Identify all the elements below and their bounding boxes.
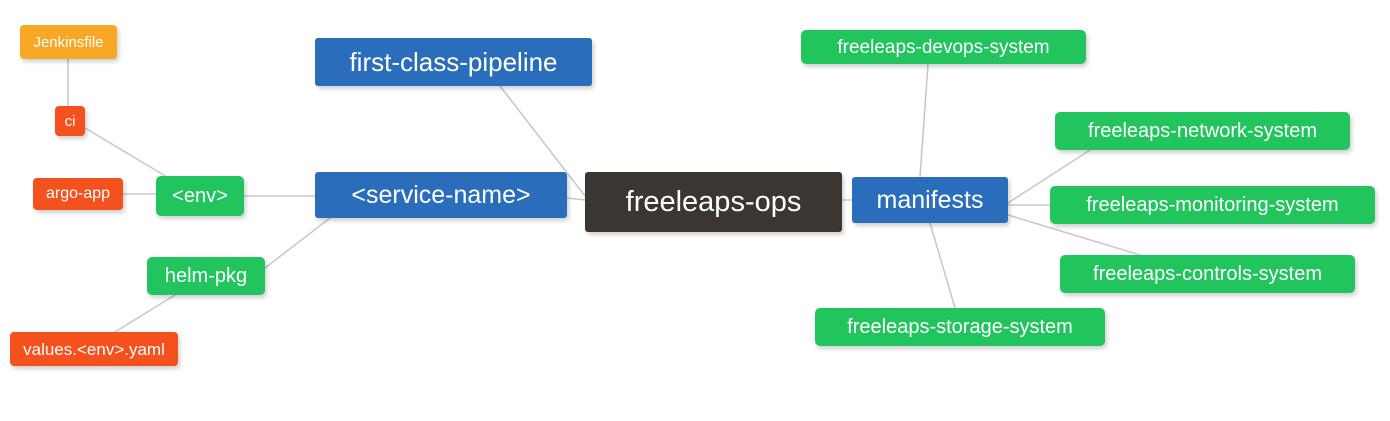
node-freeleaps-network-system[interactable]: freeleaps-network-system (1055, 112, 1350, 150)
node-manifests[interactable]: manifests (852, 177, 1008, 223)
edge-helm-pkg-to-values-env-yaml (114, 294, 176, 333)
node-freeleaps-ops[interactable]: freeleaps-ops (585, 172, 842, 232)
node-label-freeleaps-monitoring-system: freeleaps-monitoring-system (1086, 194, 1339, 216)
edge-service-name-to-helm-pkg (264, 217, 331, 269)
node-label-ci: ci (64, 112, 76, 130)
node-label-service-name: <service-name> (351, 180, 531, 209)
node-helm-pkg[interactable]: helm-pkg (147, 257, 265, 295)
node-first-class-pipeline[interactable]: first-class-pipeline (315, 38, 592, 86)
node-label-env: <env> (172, 185, 228, 207)
node-label-helm-pkg: helm-pkg (164, 265, 248, 287)
node-label-freeleaps-controls-system: freeleaps-controls-system (1093, 263, 1322, 285)
node-label-manifests: manifests (876, 185, 984, 214)
edge-freeleaps-ops-to-service-name (566, 197, 586, 201)
node-freeleaps-monitoring-system[interactable]: freeleaps-monitoring-system (1050, 186, 1375, 224)
node-label-freeleaps-ops: freeleaps-ops (625, 185, 802, 218)
edge-manifests-to-freeleaps-storage-system (929, 222, 956, 309)
edge-manifests-to-freeleaps-devops-system (919, 63, 929, 178)
node-label-values-env-yaml: values.<env>.yaml (23, 339, 165, 359)
node-env[interactable]: <env> (156, 176, 244, 216)
node-label-freeleaps-devops-system: freeleaps-devops-system (837, 36, 1050, 58)
node-ci[interactable]: ci (55, 106, 85, 136)
node-freeleaps-devops-system[interactable]: freeleaps-devops-system (801, 30, 1086, 64)
node-label-freeleaps-storage-system: freeleaps-storage-system (847, 316, 1073, 338)
node-label-argo-app: argo-app (45, 185, 111, 202)
node-values-env-yaml[interactable]: values.<env>.yaml (10, 332, 178, 366)
node-service-name[interactable]: <service-name> (315, 172, 567, 218)
edge-env-to-ci (84, 127, 173, 181)
node-freeleaps-controls-system[interactable]: freeleaps-controls-system (1060, 255, 1355, 293)
node-argo-app[interactable]: argo-app (33, 178, 123, 210)
node-Jenkinsfile[interactable]: Jenkinsfile (20, 25, 117, 59)
node-label-first-class-pipeline: first-class-pipeline (349, 47, 558, 77)
node-label-freeleaps-network-system: freeleaps-network-system (1088, 120, 1317, 142)
node-label-Jenkinsfile: Jenkinsfile (33, 33, 104, 51)
node-freeleaps-storage-system[interactable]: freeleaps-storage-system (815, 308, 1105, 346)
